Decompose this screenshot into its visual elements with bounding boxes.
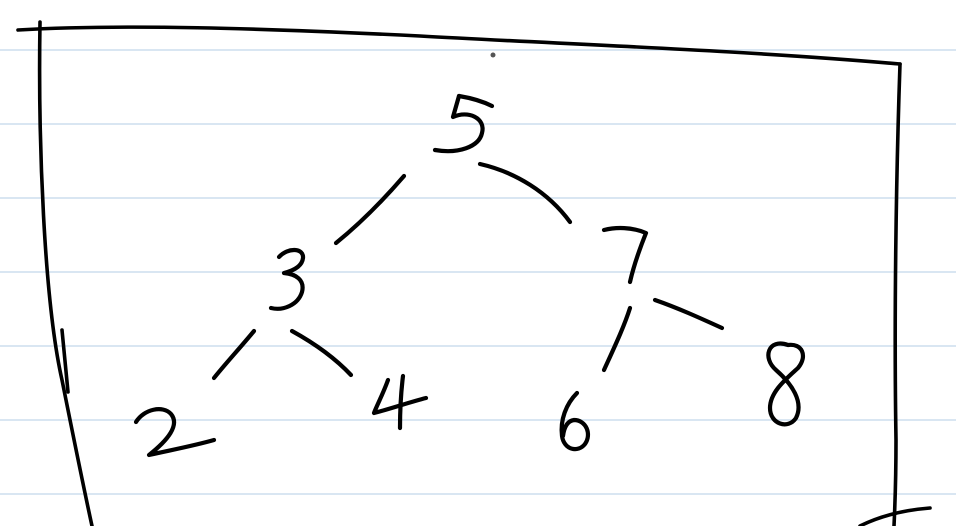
node-8: 8 — [766, 341, 806, 427]
node-7: 7 — [601, 225, 649, 285]
tree-edges — [211, 161, 725, 381]
pen-dot — [490, 52, 496, 58]
edge-5-3 — [333, 173, 407, 246]
node-4: 4 — [371, 373, 429, 431]
node-3: 3 — [268, 247, 306, 311]
diagram-frame — [16, 20, 932, 526]
edge-3-4 — [289, 328, 354, 378]
node-2: 2 — [133, 407, 217, 458]
node-5: 5 — [432, 93, 495, 154]
edge-7-6 — [601, 305, 633, 373]
edge-5-7 — [477, 161, 573, 225]
node-6: 6 — [559, 390, 591, 452]
edge-7-8 — [652, 297, 725, 331]
edge-3-2 — [211, 328, 257, 381]
